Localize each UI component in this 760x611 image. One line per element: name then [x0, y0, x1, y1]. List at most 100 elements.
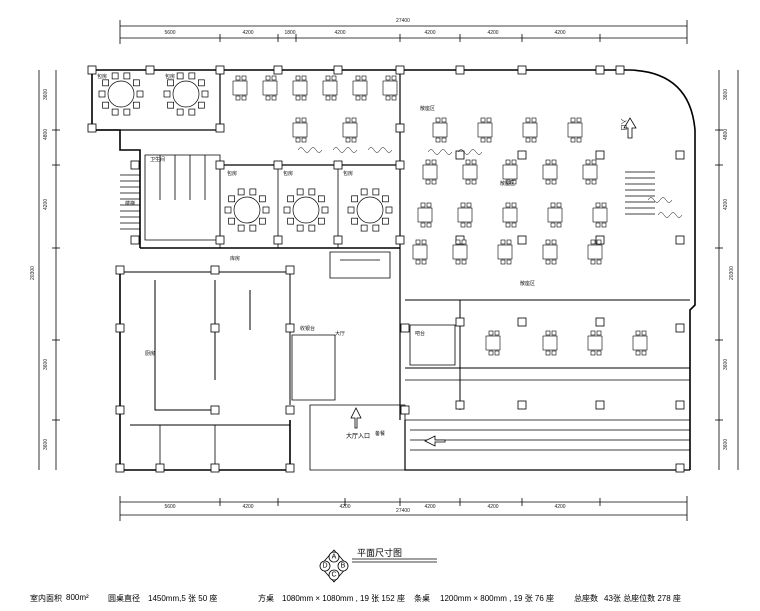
square-table: [322, 75, 338, 101]
right-dimension-5: 3600: [723, 438, 729, 450]
room-label-13: 散座区: [520, 281, 536, 287]
top-dimension-2: 4200: [242, 30, 254, 36]
room-label-8: 卫生间: [150, 157, 166, 163]
structural-column: [130, 160, 140, 170]
square-table: [232, 75, 248, 101]
right-dimension-1: 3600: [723, 88, 729, 100]
stat-total-label: 总座数: [574, 594, 598, 603]
top-dimension-4: 4200: [334, 30, 346, 36]
room-label-16: 楼梯: [125, 201, 136, 207]
bottom-dimension-6: 4200: [554, 504, 566, 510]
left-dimension-2: 4800: [43, 128, 49, 140]
stat-square-value: 1080mm × 1080mm , 19 张 152 座: [282, 594, 405, 603]
square-table: [262, 75, 278, 101]
structural-column: [595, 65, 605, 75]
structural-column: [675, 463, 685, 473]
square-table: [587, 239, 603, 265]
structural-column: [675, 235, 685, 245]
square-table: [542, 159, 558, 185]
square-table: [292, 75, 308, 101]
top-dimension-5: 4200: [424, 30, 436, 36]
structural-column: [115, 463, 125, 473]
square-table: [497, 239, 513, 265]
structural-column: [595, 317, 605, 327]
planter-decoration: [297, 147, 323, 153]
stat-round-value: 1450mm,5 张 50 座: [148, 594, 218, 603]
stat-area-label: 室内面积: [30, 594, 62, 603]
structural-column: [285, 265, 295, 275]
structural-column: [455, 400, 465, 410]
square-table: [382, 75, 398, 101]
structural-column: [395, 160, 405, 170]
structural-column: [273, 235, 283, 245]
planter-decoration: [657, 212, 683, 218]
structural-column: [395, 123, 405, 133]
top-dimension-3: 1800: [284, 30, 296, 36]
planter-decoration: [367, 147, 393, 153]
structural-column: [455, 317, 465, 327]
room-label-3: 包房: [227, 171, 238, 177]
structural-column: [675, 150, 685, 160]
structural-column: [400, 323, 410, 333]
structural-column: [273, 65, 283, 75]
structural-column: [215, 160, 225, 170]
structural-column: [595, 150, 605, 160]
stat-area-value: 800m²: [66, 593, 89, 602]
stat-long-label: 条桌: [414, 594, 430, 603]
bottom-dimension-1: 5600: [164, 504, 176, 510]
room-label-2: 包房: [165, 74, 176, 80]
square-table: [547, 202, 563, 228]
square-table: [485, 330, 501, 356]
square-table: [432, 117, 448, 143]
room-label-7: 库房: [230, 256, 241, 262]
structural-column: [215, 123, 225, 133]
room-label-6: 厨房: [145, 351, 156, 357]
planter-decoration: [647, 197, 673, 203]
room-label-12: 散座区: [500, 181, 516, 187]
structural-column: [615, 65, 625, 75]
structural-column: [517, 235, 527, 245]
overall-dimension-top: 27400: [396, 18, 410, 24]
structural-column: [400, 405, 410, 415]
square-table: [292, 117, 308, 143]
square-table: [477, 117, 493, 143]
structural-column: [210, 463, 220, 473]
structural-column: [517, 400, 527, 410]
room-label-1: 包房: [97, 74, 108, 80]
overall-dimension-right: 20300: [729, 266, 735, 280]
bottom-dimension-2: 4200: [242, 504, 254, 510]
structural-column: [115, 265, 125, 275]
round-table: [98, 72, 144, 116]
structural-column: [273, 160, 283, 170]
square-table: [632, 330, 648, 356]
square-table: [462, 159, 478, 185]
overall-dimension-left: 20300: [30, 266, 36, 280]
top-dimension-7: 4200: [554, 30, 566, 36]
structural-column: [87, 123, 97, 133]
structural-column: [333, 235, 343, 245]
structural-column: [517, 150, 527, 160]
entrance-label: 大厅入口: [346, 434, 371, 440]
square-table: [542, 330, 558, 356]
side-entrance-label: 入口: [619, 118, 626, 131]
square-table: [592, 202, 608, 228]
index-key-a: A: [331, 553, 337, 561]
structural-column: [285, 323, 295, 333]
index-key-b: B: [340, 562, 346, 570]
index-key-d: D: [322, 562, 328, 570]
stat-square-label: 方桌: [258, 594, 274, 603]
structural-column: [210, 265, 220, 275]
left-dimension-1: 3600: [43, 88, 49, 100]
planter-decoration: [457, 149, 483, 155]
square-table: [522, 117, 538, 143]
room-label-4: 包房: [283, 171, 294, 177]
structural-column: [595, 400, 605, 410]
left-dimension-4: 3600: [43, 358, 49, 370]
structural-column: [215, 65, 225, 75]
room-label-5: 包房: [343, 171, 354, 177]
right-dimension-4: 3600: [723, 358, 729, 370]
square-table: [342, 117, 358, 143]
structural-column: [455, 65, 465, 75]
structural-column: [395, 235, 405, 245]
